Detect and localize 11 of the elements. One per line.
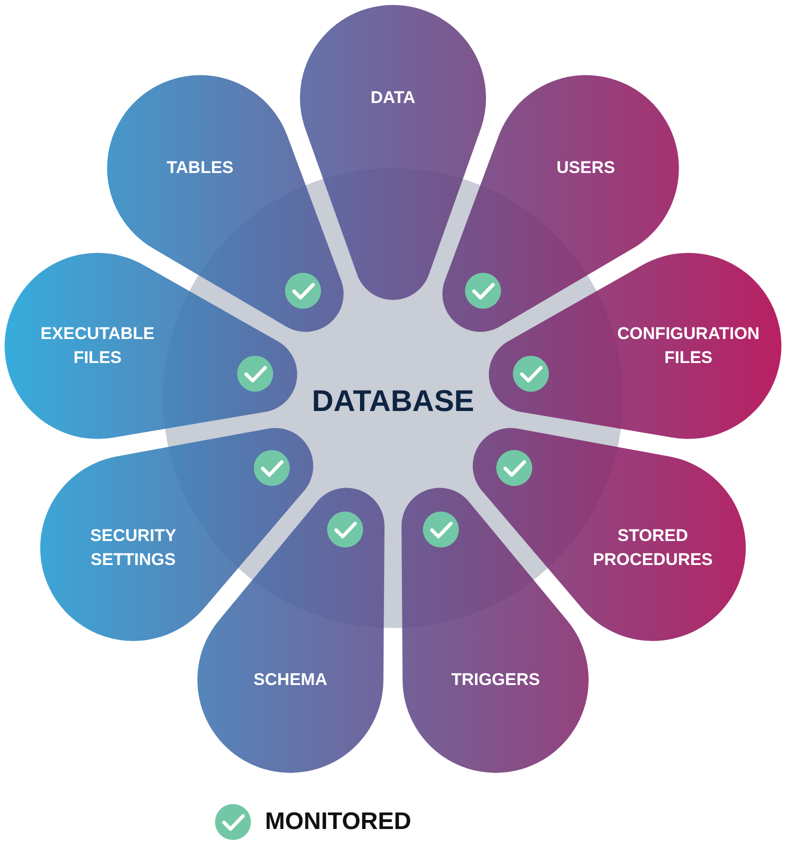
petal-label: STORED PROCEDURES	[578, 524, 728, 572]
petal-label: USERS	[526, 156, 646, 180]
petal-label: DATA	[333, 86, 453, 110]
petal-label: SCHEMA	[225, 668, 356, 692]
center-label: DATABASE	[312, 385, 474, 419]
legend-text: MONITORED	[265, 808, 412, 836]
petal-label: CONFIGURATION FILES	[593, 322, 784, 370]
petal-label: TABLES	[140, 156, 260, 180]
petal-label: SECURITY SETTINGS	[68, 524, 198, 572]
petal-label: TRIGGERS	[430, 668, 561, 692]
petal-label: EXECUTABLE FILES	[22, 322, 173, 370]
